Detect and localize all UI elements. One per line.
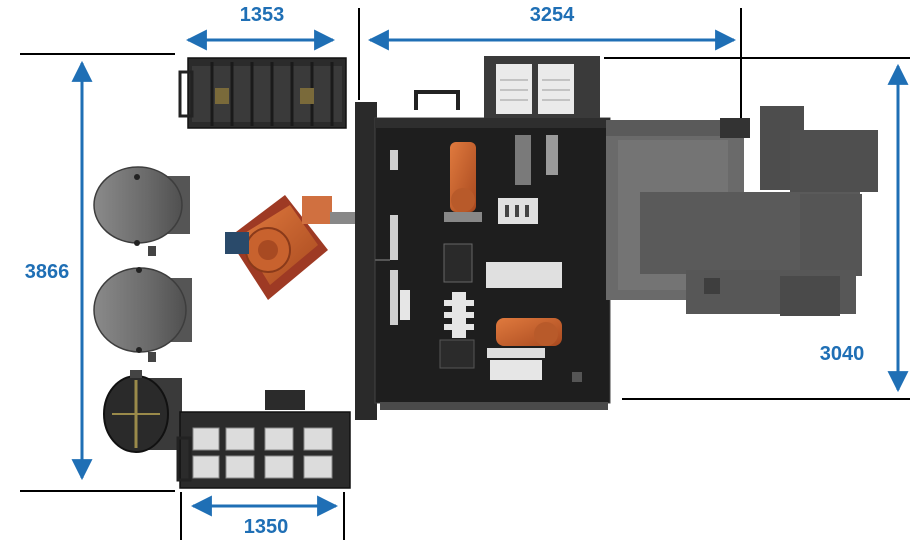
robot-2 — [444, 142, 482, 222]
dim-label-right: 3040 — [820, 343, 865, 365]
cell-base-strip — [380, 402, 608, 410]
robot-3 — [487, 318, 562, 358]
tank-1 — [93, 166, 190, 256]
main-cell — [355, 56, 611, 420]
dim-label-top-right: 3254 — [530, 4, 575, 26]
machine-tool — [606, 106, 878, 316]
tank-2 — [93, 267, 192, 362]
extension-lines — [20, 8, 910, 540]
dimension-arrows — [71, 29, 909, 517]
robot-1 — [225, 195, 356, 300]
dim-label-left: 3866 — [25, 261, 70, 283]
dim-label-top-left: 1353 — [240, 4, 285, 26]
center-fixture — [444, 292, 474, 338]
tank-3 — [103, 370, 182, 453]
rack-bottom — [176, 390, 351, 489]
rack-top — [178, 57, 347, 129]
top-cabinets — [484, 56, 600, 118]
dim-label-bottom: 1350 — [244, 516, 289, 538]
wall-fixtures-left — [390, 150, 410, 325]
